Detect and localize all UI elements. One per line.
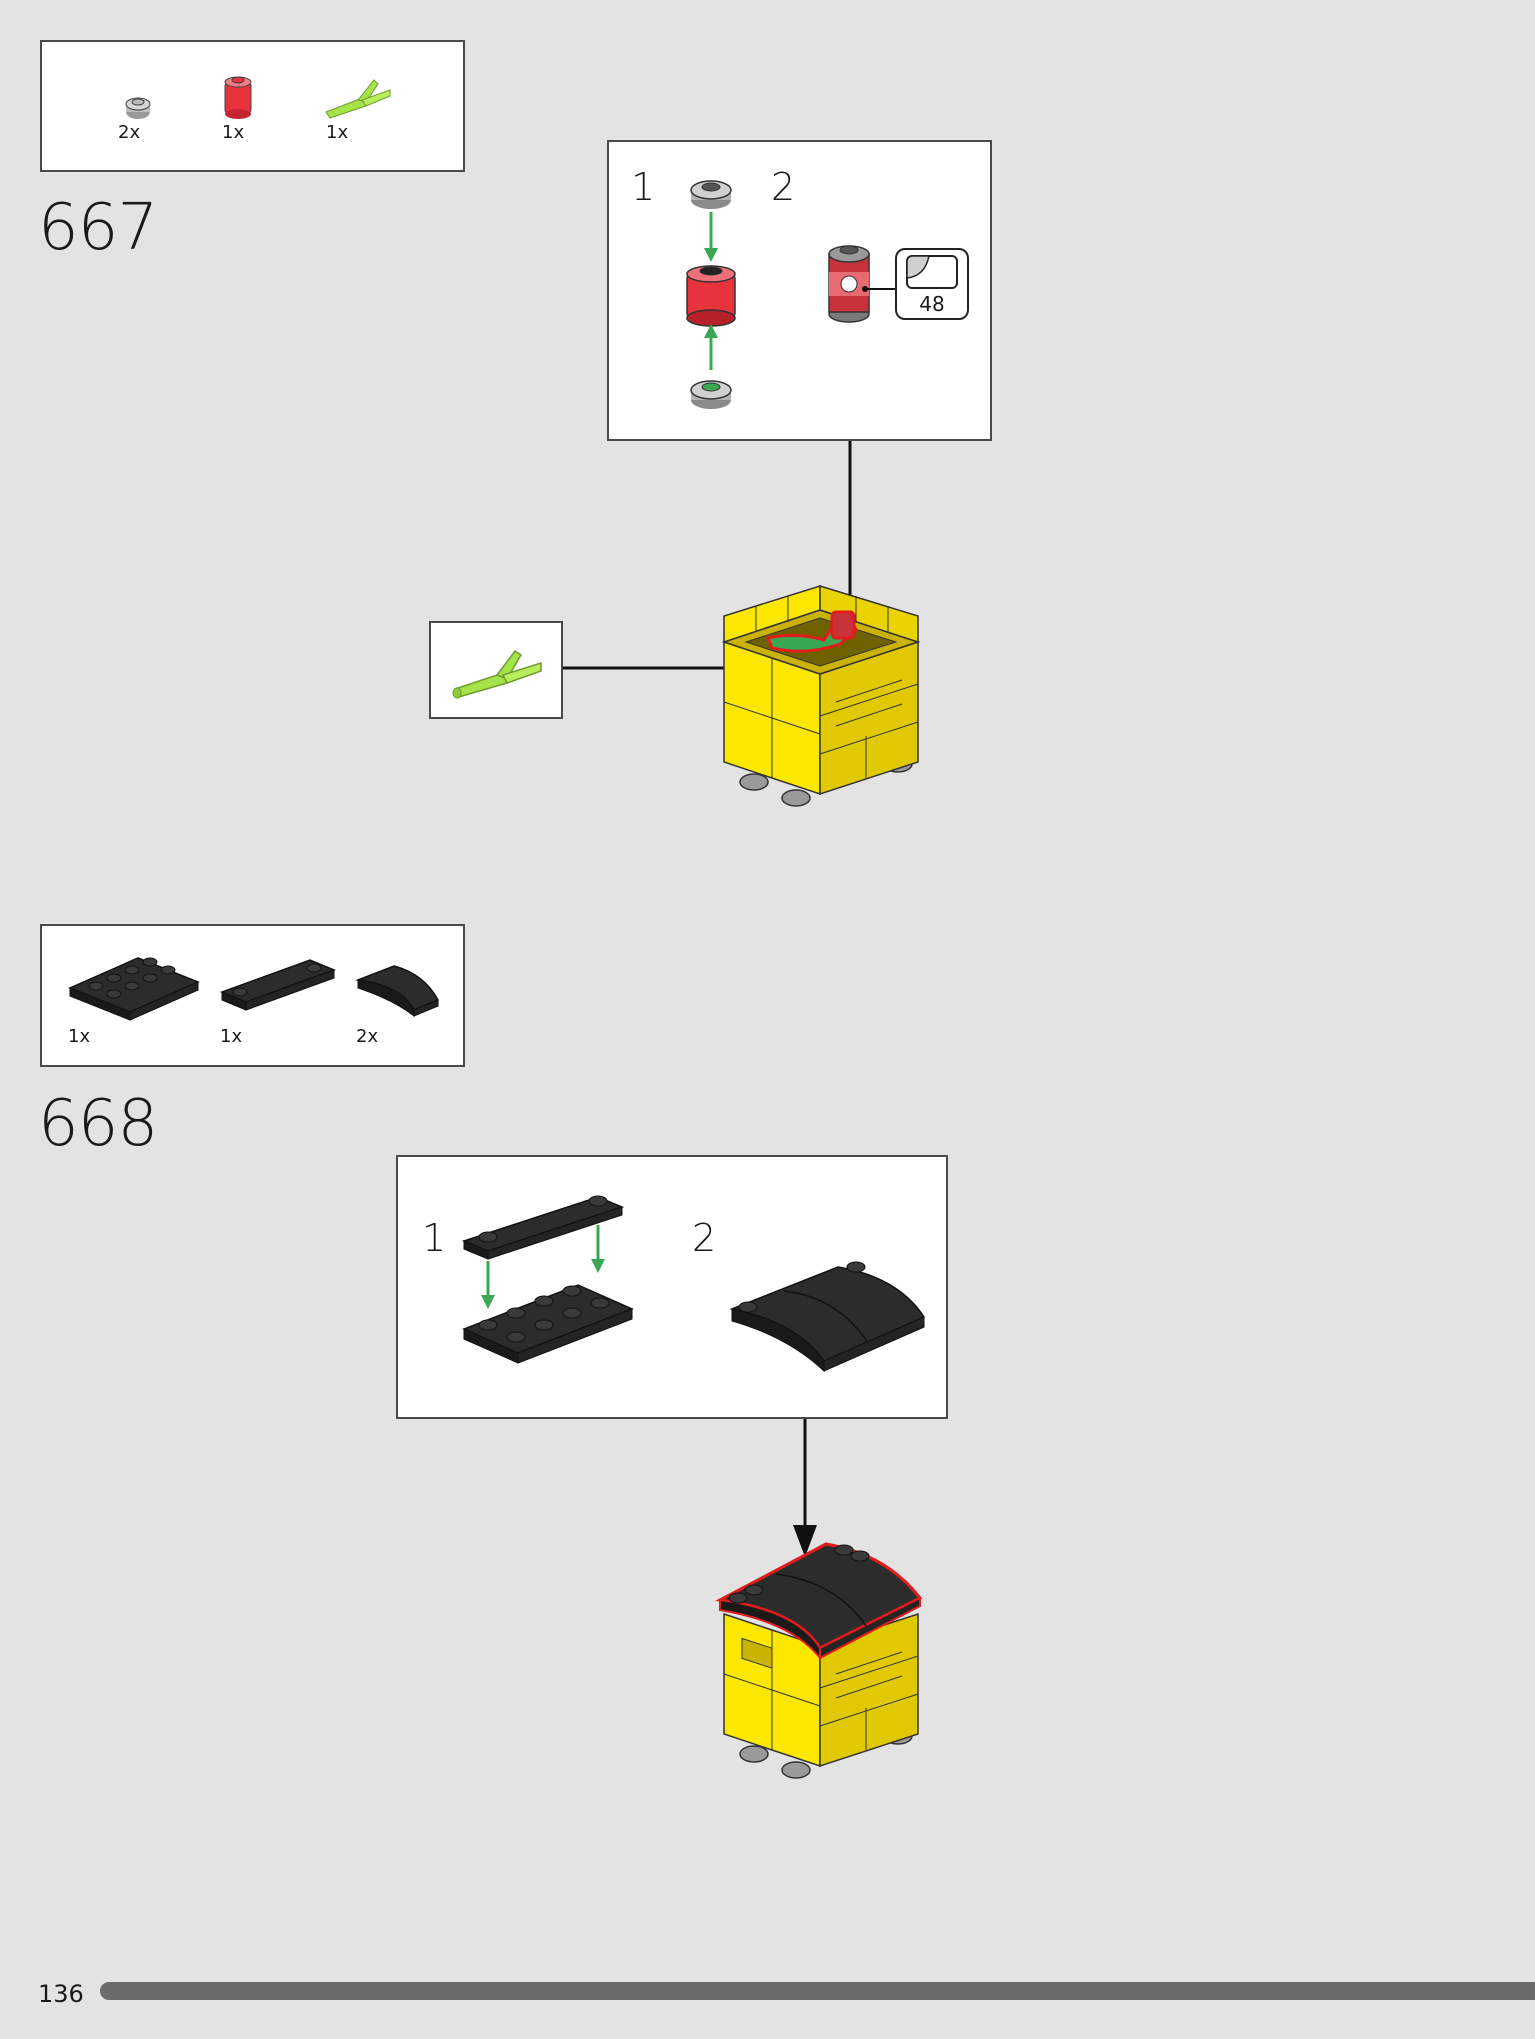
round-plate-grey-icon [125,97,151,119]
sub-step-1-label: 1 [422,1216,447,1260]
sub-step-2-label: 2 [692,1216,717,1260]
sticker-badge: 48 [895,248,969,320]
part-qty-668-1: 1x [68,1026,91,1047]
step-number-667: 667 [38,191,158,265]
added-part-box [429,621,563,719]
curved-slope-black-icon [355,965,440,1018]
sub-step-1-diagram [461,1195,634,1364]
sub-step-2-diagram [828,245,870,323]
bin-model-667 [721,584,921,807]
part-qty-668-2: 1x [220,1026,243,1047]
plate-1x4-black-icon [219,959,337,1011]
plant-stem-lime-icon [452,649,542,699]
part-qty-667-1: 2x [118,122,141,143]
sticker-number: 48 [919,292,945,316]
bin-model-668 [715,1542,923,1779]
part-qty-667-3: 1x [326,122,349,143]
sub-step-1-diagram [686,180,736,409]
plate-2x4-black-icon [68,957,200,1021]
round-brick-trans-red-icon [224,76,252,119]
sub-assembly-callout-668: 1 2 [396,1155,948,1419]
parts-list-668: 1x 1x 2x [40,924,465,1067]
plant-stem-lime-icon [325,79,391,119]
sub-step-1-label: 1 [631,165,656,209]
sub-step-2-diagram [729,1261,926,1373]
step-number-668: 668 [38,1087,158,1161]
progress-bar [100,1982,1535,2000]
part-qty-667-2: 1x [222,122,245,143]
page-number: 136 [38,1980,84,2008]
callout-arrow-668 [793,1419,817,1557]
sub-step-2-label: 2 [771,165,796,209]
parts-list-667: 2x 1x 1x [40,40,465,172]
sub-assembly-callout-667: 1 2 [607,140,992,441]
sticker-icon [906,255,958,289]
part-qty-668-3: 2x [356,1026,379,1047]
